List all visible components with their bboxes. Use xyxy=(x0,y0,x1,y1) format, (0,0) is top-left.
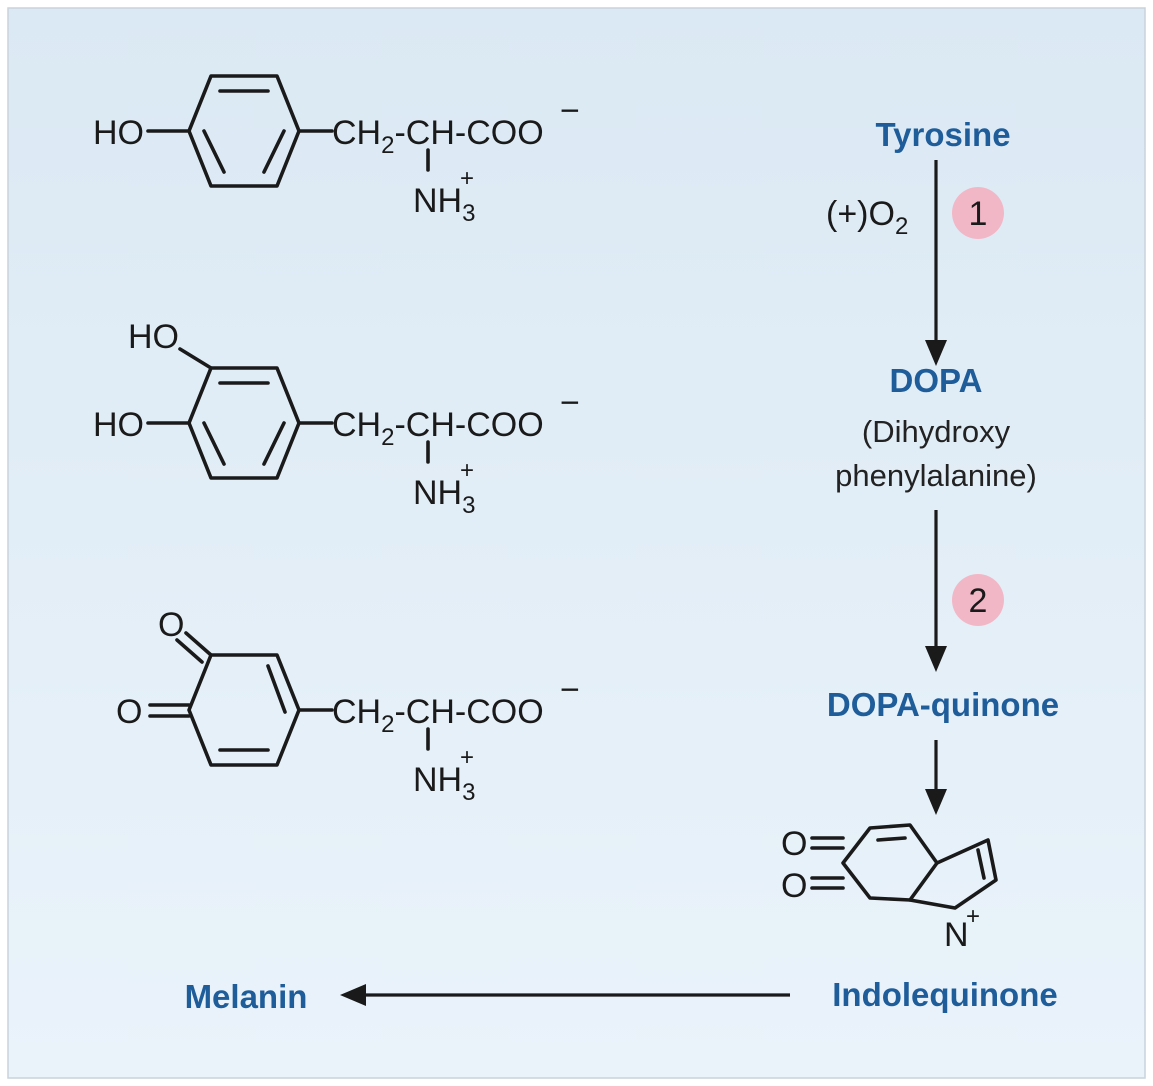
quinone-oxygen-top: O xyxy=(781,825,807,863)
five-ring xyxy=(908,838,998,910)
amine-label: NH3 xyxy=(413,761,475,806)
side-chain-label: CH2-CH-COO xyxy=(332,693,544,738)
step2-badge: 2 xyxy=(952,574,1004,626)
step2-arrow xyxy=(925,510,947,672)
ammonium-charge: + xyxy=(460,165,474,192)
nitrogen-label: N xyxy=(944,916,969,954)
ammonium-charge: + xyxy=(460,744,474,771)
dopa-structure: HO HO CH2-CH-COO − + NH3 xyxy=(93,318,580,519)
tyrosine-structure: HO CH2-CH-COO − + NH3 xyxy=(93,74,580,227)
diagram-background xyxy=(7,7,1146,1079)
bond-carbonyl-top-double xyxy=(175,638,204,664)
amine-label: NH3 xyxy=(413,474,475,519)
dopaquinone-label: DOPA-quinone xyxy=(827,686,1059,723)
quinone-oxygen-bottom: O xyxy=(781,867,807,905)
melanin-arrow xyxy=(340,984,790,1006)
bond-carbonyl-top xyxy=(184,631,213,657)
carboxylate-charge: − xyxy=(560,671,580,709)
side-chain-label: CH2-CH-COO xyxy=(332,114,544,159)
ammonium-charge: + xyxy=(460,457,474,484)
step1-arrow xyxy=(925,160,947,366)
indolequinone-structure: O O N + xyxy=(781,823,998,954)
carboxylate-charge: − xyxy=(560,384,580,422)
indolequinone-label: Indolequinone xyxy=(832,976,1057,1013)
dopa-full-name-line2: phenylalanine) xyxy=(835,458,1037,493)
svg-text:2: 2 xyxy=(969,582,988,620)
carbonyl-oxygen-top: O xyxy=(158,606,184,644)
step3-arrow xyxy=(925,740,947,815)
dopa-label: DOPA xyxy=(890,362,983,399)
pathway-column: Tyrosine (+)O2 1 DOPA (Dihydroxy phenyla… xyxy=(185,116,1060,1015)
bond-ho-top xyxy=(178,347,213,370)
svg-text:1: 1 xyxy=(969,195,988,233)
hydroxyl-label: HO xyxy=(93,406,144,444)
amine-label: NH3 xyxy=(413,182,475,227)
carboxylate-charge: − xyxy=(560,92,580,130)
step1-badge: 1 xyxy=(952,187,1004,239)
side-chain-label: CH2-CH-COO xyxy=(332,406,544,451)
carbonyl-oxygen: O xyxy=(116,693,142,731)
dopa-full-name-line1: (Dihydroxy xyxy=(862,414,1011,449)
melanin-label: Melanin xyxy=(185,978,308,1015)
hydroxyl-label: HO xyxy=(93,114,144,152)
dopaquinone-structure: O O CH2-CH-COO − + NH3 xyxy=(116,606,580,806)
nitrogen-charge: + xyxy=(966,903,980,930)
oxygen-reagent-label: (+)O2 xyxy=(826,195,908,240)
tyrosine-label: Tyrosine xyxy=(875,116,1010,153)
hydroxyl-label-top: HO xyxy=(128,318,179,356)
